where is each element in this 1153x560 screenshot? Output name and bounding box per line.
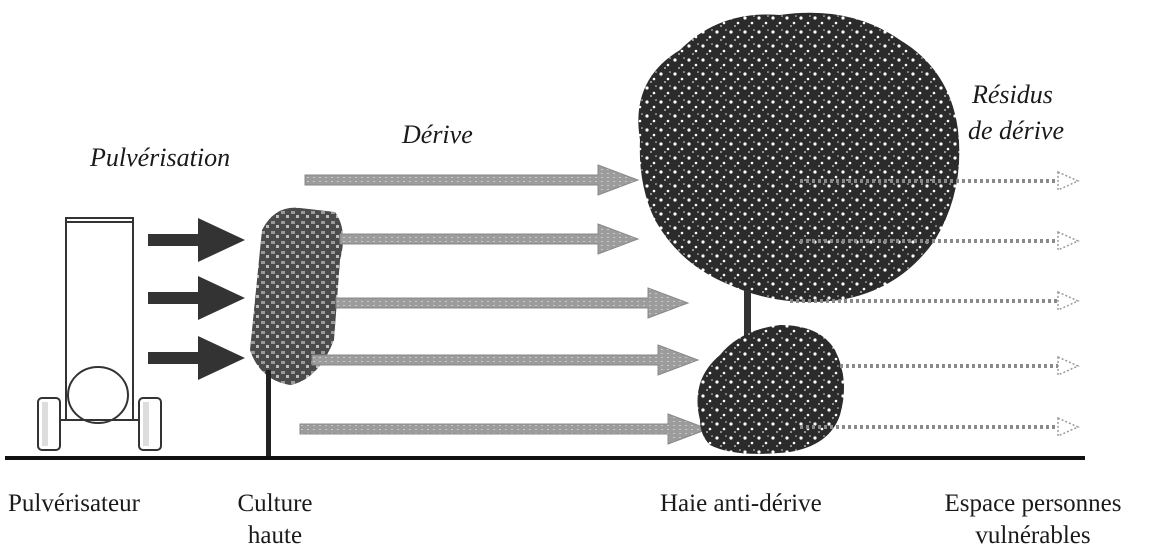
sprayer-caption: Pulvérisateur — [8, 490, 140, 517]
drift-arrows — [299, 164, 710, 445]
space-caption-line1: Espace personnes — [944, 490, 1122, 517]
hedge-tree-icon — [638, 12, 960, 350]
drift-arrow — [311, 344, 700, 376]
drift-residue-label-line2: de dérive — [968, 116, 1065, 145]
sprayer-icon — [37, 217, 162, 451]
spraying-label: Pulvérisation — [90, 143, 231, 172]
hedge-shrub-icon — [697, 325, 844, 454]
drift-residue-label-line1: Résidus — [972, 80, 1053, 109]
spray-arrow — [148, 276, 245, 320]
tall-crop-icon — [250, 207, 344, 456]
crop-caption-line1: Culture — [237, 490, 313, 517]
drift-arrow — [335, 287, 690, 319]
drift-arrow — [304, 164, 640, 196]
hedge-caption: Haie anti-dérive — [660, 490, 822, 517]
drift-label: Dérive — [402, 120, 473, 149]
drift-arrow — [339, 223, 640, 255]
crop-caption-line2: haute — [247, 522, 303, 549]
spray-arrow — [148, 336, 245, 380]
space-caption-line2: vulnérables — [975, 522, 1091, 549]
drift-arrow — [299, 413, 710, 445]
spray-arrow — [148, 218, 245, 262]
residue-arrow-heads — [1057, 170, 1080, 438]
spray-arrows — [148, 218, 245, 380]
residue-arrows — [790, 179, 1058, 429]
